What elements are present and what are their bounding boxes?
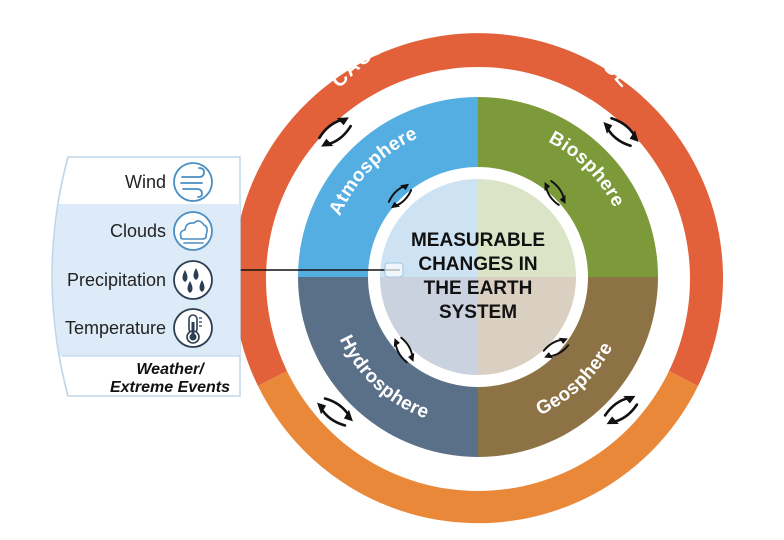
weather-panel: Wind Clouds Precipitation Temperature — [30, 150, 241, 402]
cloud-icon — [173, 211, 213, 251]
thermometer-icon — [173, 308, 213, 348]
center-line-3: THE EARTH — [424, 278, 533, 299]
interaction-arrow-outer-bottom-left — [317, 397, 353, 427]
weather-item-precipitation-label: Precipitation — [67, 270, 166, 290]
weather-item-wind-label: Wind — [125, 172, 166, 192]
interaction-arrow-outer-bottom-right — [603, 395, 639, 425]
center-line-2: CHANGES IN — [418, 254, 537, 275]
weather-panel-footer-line-1: Weather/ — [136, 361, 205, 378]
biosphere-quadrant — [478, 97, 658, 277]
center-line-4: SYSTEM — [439, 302, 517, 323]
interaction-arrow-inner-hydrosphere — [393, 336, 415, 364]
center-line-1: MEASURABLE — [411, 230, 545, 251]
interaction-arrow-outer-top-right — [603, 116, 639, 148]
weather-item-clouds-label: Clouds — [110, 221, 166, 241]
geosphere-quadrant — [478, 277, 658, 457]
interaction-arrow-inner-geosphere — [542, 337, 570, 359]
outer-ring-bottom-segment — [258, 371, 698, 524]
panel-connector — [220, 262, 404, 278]
atmosphere-quadrant — [298, 97, 478, 277]
weather-panel-edge-cover — [30, 150, 68, 402]
weather-panel-footer-line-2: Extreme Events — [110, 379, 230, 396]
interaction-arrow-inner-atmosphere — [387, 183, 413, 209]
weather-item-temperature-label: Temperature — [65, 318, 166, 338]
interaction-arrow-outer-top-left — [318, 117, 352, 147]
center-text: MEASURABLE CHANGES IN THE EARTH SYSTEM — [411, 230, 545, 323]
wind-icon — [173, 162, 213, 202]
hydrosphere-quadrant — [298, 277, 478, 457]
raindrops-icon — [173, 260, 213, 300]
center-circle — [380, 179, 576, 375]
interaction-arrow-inner-biosphere — [544, 180, 566, 206]
